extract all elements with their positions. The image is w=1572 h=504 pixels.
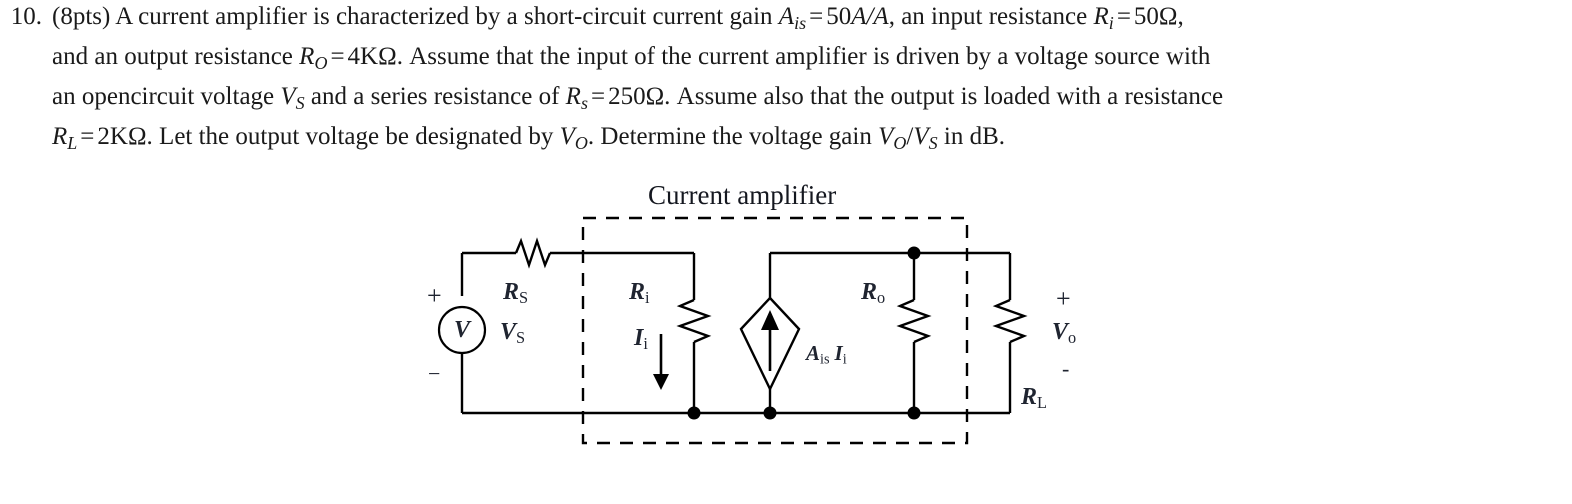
problem-l2-text-b: . Assume that the input of the current a…: [396, 43, 1211, 71]
current-ii-label-main: I: [634, 325, 644, 351]
problem-l1-Ais-symbol: A: [778, 3, 795, 30]
problem-l1-Ri-symbol: R: [1093, 3, 1109, 30]
resistor-ro-label: Ro: [861, 280, 885, 306]
resistor-ri-label-sub: i: [645, 288, 650, 308]
node-dot-ro-top: [907, 246, 921, 260]
source-vs-label-main: V: [500, 319, 517, 345]
resistor-rl-label-sub: L: [1037, 393, 1047, 413]
problem-l4-gain-Vs-sub: S: [928, 133, 938, 154]
problem-l3-text-a: an opencircuit voltage: [52, 83, 281, 111]
node-dot-source-bottom: [763, 406, 777, 420]
problem-l3-equals: =: [590, 83, 606, 111]
resistor-ro-label-main: R: [861, 279, 878, 305]
problem-l2-Ro-sub: O: [314, 53, 328, 74]
output-minus-sign: -: [1062, 356, 1070, 381]
problem-l4-Rl-sub: L: [67, 133, 78, 154]
resistor-rl-symbol: [992, 298, 1028, 344]
problem-line-2: and an output resistance RO=4KΩ. Assume …: [0, 40, 1572, 80]
resistor-rs-label-sub: S: [519, 288, 529, 308]
dependent-source-label-I-sub: i: [842, 351, 847, 368]
problem-line-1: (8pts) A current amplifier is characteri…: [52, 0, 1572, 40]
problem-l3-text-b: and a series resistance of: [304, 83, 566, 111]
problem-l2-equals: =: [330, 43, 345, 71]
problem-l2-text-a: and an output resistance: [52, 43, 300, 71]
amplifier-boundary-box: [581, 216, 969, 445]
problem-l2-value: 4KΩ: [347, 43, 397, 71]
resistor-ri-label-main: R: [629, 279, 646, 305]
problem-l3-Vs-sub: S: [295, 93, 305, 114]
dependent-source-label-A: A: [806, 341, 821, 365]
resistor-rl-label-main: R: [1021, 384, 1038, 410]
voltage-source-symbol-label: V: [454, 318, 470, 342]
dependent-source-arrow-head: [761, 310, 779, 330]
dependent-source-label-I: I: [834, 341, 843, 365]
output-vo-label-main: V: [1052, 319, 1069, 345]
source-minus-sign: −: [428, 361, 441, 386]
problem-l3-Vs-symbol: V: [280, 83, 296, 111]
output-vo-label: Vo: [1052, 320, 1076, 346]
problem-l1-value-2: 50Ω: [1133, 3, 1178, 30]
problem-number: 10.: [10, 3, 42, 30]
problem-l3-value: 250Ω: [608, 83, 665, 111]
problem-l1-Ri-sub: i: [1108, 13, 1114, 34]
resistor-rs-symbol: [514, 237, 552, 269]
problem-l4-gain-Vo: V: [878, 123, 894, 151]
problem-statement: 10. (8pts) A current amplifier is charac…: [0, 0, 1572, 160]
problem-l4-text-c: in dB.: [937, 123, 1005, 151]
problem-l1-text-c: ,: [1177, 3, 1184, 30]
resistor-rs-label-main: R: [503, 279, 520, 305]
problem-l3-Rs-sub: s: [580, 93, 588, 114]
problem-l4-Vo-symbol: V: [559, 123, 575, 151]
problem-l1-Ais-sub: is: [794, 13, 807, 34]
problem-l3-text-c: . Assume also that the output is loaded …: [664, 83, 1224, 111]
problem-l4-value: 2KΩ: [97, 123, 147, 151]
current-ii-arrow-head: [653, 374, 669, 390]
amplifier-title: Current amplifier: [648, 180, 837, 210]
node-dot-ri-bottom: [687, 406, 701, 420]
output-plus-sign: +: [1056, 284, 1071, 313]
problem-l4-text-b: . Determine the voltage gain: [587, 123, 879, 151]
source-vs-label: VS: [500, 320, 525, 346]
current-ii-label-sub: i: [643, 334, 648, 354]
problem-l4-Rl-symbol: R: [52, 123, 68, 151]
voltage-source-symbol-text: V: [454, 317, 471, 343]
resistor-rs-label: RS: [503, 280, 528, 306]
problem-line-3: an opencircuit voltage VS and a series r…: [0, 80, 1572, 120]
source-vs-label-sub: S: [516, 328, 526, 348]
current-ii-label: Ii: [634, 326, 648, 352]
problem-line-1-row: 10. (8pts) A current amplifier is charac…: [0, 0, 1572, 40]
problem-l4-gain-slash: /: [906, 123, 914, 151]
problem-l3-Rs-symbol: R: [565, 83, 581, 111]
resistor-ro-label-sub: o: [877, 288, 886, 308]
problem-l1-text-b: , an input resistance: [888, 3, 1094, 30]
problem-l1-equals-2: =: [1116, 3, 1131, 30]
problem-l1-units-AA: A/A: [851, 3, 889, 30]
dependent-source-diamond: [739, 296, 801, 392]
resistor-ri-label: Ri: [629, 280, 650, 306]
output-vo-label-sub: o: [1068, 328, 1077, 348]
problem-line-4: RL=2KΩ. Let the output voltage be design…: [0, 120, 1572, 160]
source-plus-sign: +: [427, 281, 442, 310]
problem-l1-value-1: 50: [826, 3, 852, 30]
resistor-rl-label: RL: [1021, 385, 1047, 411]
dependent-source-label-A-sub: is: [820, 351, 830, 368]
resistor-ro-symbol: [896, 298, 932, 344]
problem-l4-text-a: . Let the output voltage be designated b…: [146, 123, 560, 151]
problem-l1-equals-1: =: [809, 3, 824, 30]
problem-l2-Ro-symbol: R: [299, 43, 315, 71]
resistor-ri-symbol: [676, 298, 712, 344]
problem-l4-gain-Vo-sub: O: [893, 133, 907, 154]
problem-l4-Vo-sub: O: [574, 133, 588, 154]
voltage-source-circle: [437, 305, 487, 355]
problem-l1-text-a: (8pts) A current amplifier is characteri…: [52, 3, 779, 30]
node-dot-ro-bottom: [907, 406, 921, 420]
problem-l4-gain-Vs: V: [913, 123, 929, 151]
problem-l4-equals: =: [80, 123, 95, 151]
